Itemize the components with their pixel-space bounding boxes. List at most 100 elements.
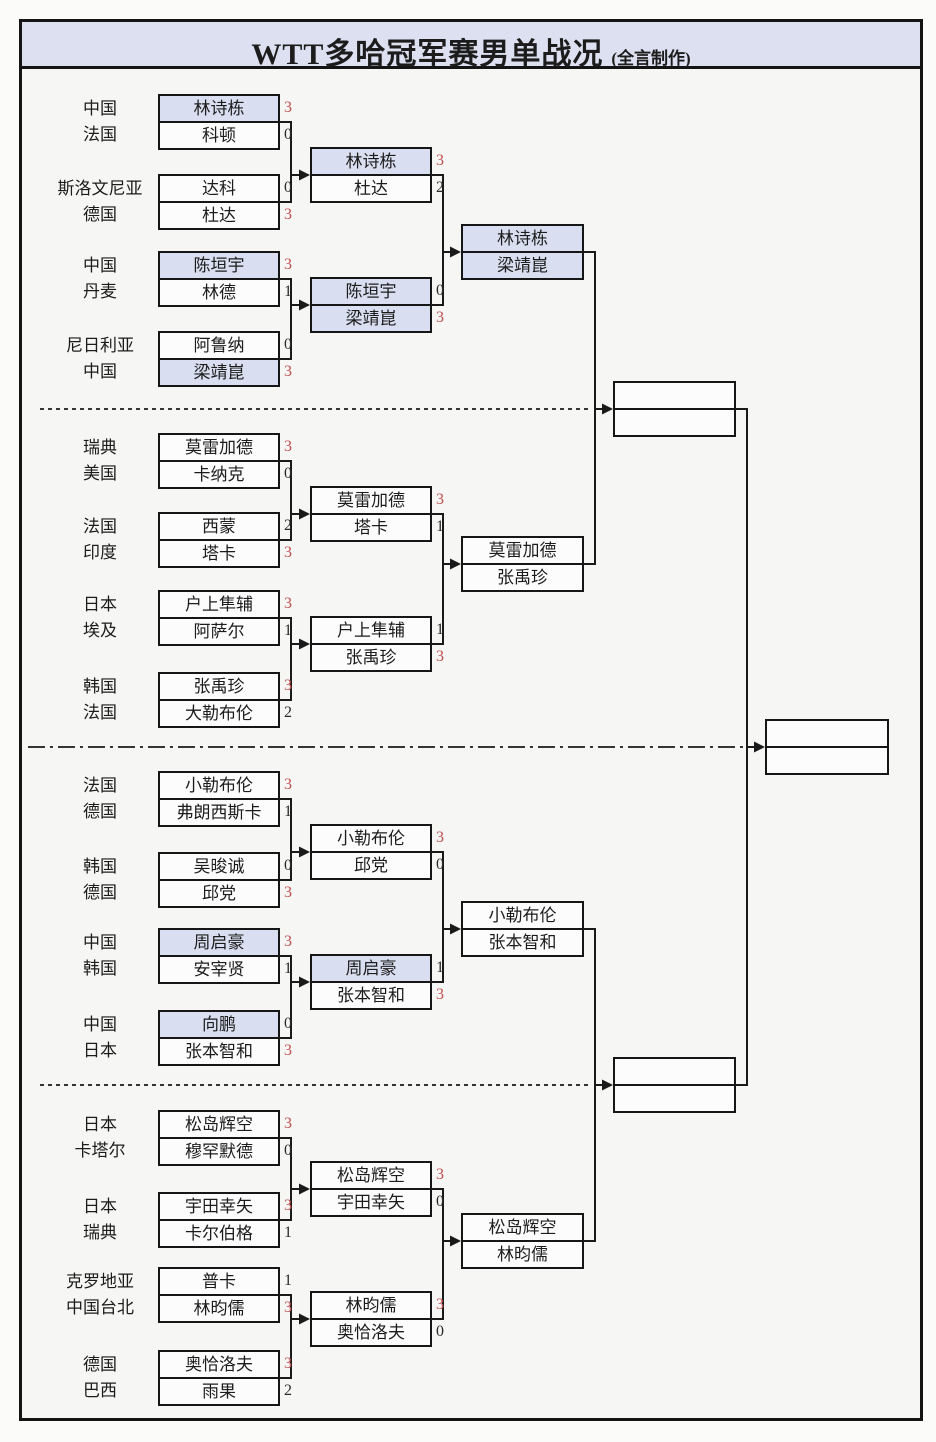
country-label-a: 瑞典 [83,438,117,457]
country-label-a: 中国 [83,1015,117,1034]
player-a-cell: 普卡 [202,1272,236,1291]
player-a-cell: 张禹珍 [193,677,245,696]
score-b: 1 [284,803,292,820]
qf-match-2: 莫雷加德 张禹珍 [461,536,588,592]
country-label-a: 中国 [83,933,117,952]
player-b-cell: 梁靖崑 [160,358,278,385]
match-box: 向鹏 张本智和 [158,1010,280,1066]
player-b-cell: 杜达 [312,174,430,201]
score-b: 3 [284,884,292,901]
score-a: 3 [436,152,444,169]
match-box: 宇田幸矢 卡尔伯格 [158,1192,280,1248]
player-a-cell: 小勒布伦 [488,906,557,925]
score-a: 3 [284,1197,292,1214]
r16-match-1: 林诗栋 杜达 3 2 [310,147,462,203]
score-b: 0 [436,1323,444,1340]
score-b: 2 [436,179,444,196]
score-a: 1 [436,621,444,638]
r16-match-6: 周启豪 张本智和 1 3 [310,954,462,1010]
score-a: 1 [436,959,444,976]
player-b-cell: 张本智和 [312,981,430,1008]
score-b: 1 [284,1224,292,1241]
player-a-cell: 林诗栋 [463,226,582,251]
player-b-cell: 科顿 [160,121,278,148]
match-box: 莫雷加德 塔卡 [310,486,432,542]
player-a-cell [615,383,734,408]
player-a-cell: 小勒布伦 [185,776,253,795]
match-box: 林诗栋 杜达 [310,147,432,203]
score-a: 3 [436,491,444,508]
player-b-cell: 张本智和 [463,928,582,955]
r32-match-16: 德国 巴西 奥恰洛夫 雨果 3 2 [30,1350,320,1406]
player-a-cell: 松岛辉空 [185,1115,253,1134]
player-b-cell: 塔卡 [160,539,278,566]
country-label-b: 丹麦 [83,282,117,301]
country-label-a: 法国 [83,776,117,795]
player-b-cell: 雨果 [160,1377,278,1404]
country-label-b: 法国 [83,703,117,722]
score-b: 3 [436,648,444,665]
player-b-cell: 邱党 [160,879,278,906]
r32-match-1: 中国 法国 林诗栋 科顿 3 0 [30,94,320,150]
country-label-a: 克罗地亚 [66,1272,134,1291]
player-a-cell: 宇田幸矢 [185,1197,253,1216]
score-b: 3 [284,206,292,223]
score-a: 3 [284,595,292,612]
score-b: 3 [436,986,444,1003]
player-b-cell: 邱党 [312,851,430,878]
player-a-cell: 阿鲁纳 [193,336,245,355]
country-label-a: 斯洛文尼亚 [57,179,143,198]
player-b-cell: 林昀儒 [463,1240,582,1267]
player-a-cell: 达科 [202,179,236,198]
country-label-a: 日本 [83,1197,117,1216]
r16-match-2: 陈垣宇 梁靖崑 0 3 [310,277,462,333]
player-a-cell: 奥恰洛夫 [185,1355,253,1374]
score-b: 3 [284,1299,292,1316]
score-a: 3 [284,99,292,116]
match-box: 林诗栋 梁靖崑 [461,224,584,280]
score-b: 2 [284,1382,292,1399]
score-a: 0 [284,1015,292,1032]
score-a: 3 [284,1355,292,1372]
country-label-b: 德国 [83,883,117,902]
player-a-cell: 林诗栋 [160,96,278,121]
score-a: 3 [284,776,292,793]
r32-match-3: 中国 丹麦 陈垣宇 林德 3 1 [30,251,320,307]
r32-match-15: 克罗地亚 中国台北 普卡 林昀儒 1 3 [30,1267,320,1323]
player-b-cell: 阿萨尔 [160,617,278,644]
score-b: 0 [284,126,292,143]
r32-match-5: 瑞典 美国 莫雷加德 卡纳克 3 0 [30,433,320,489]
country-label-b: 德国 [83,205,117,224]
score-b: 0 [284,1142,292,1159]
match-box: 莫雷加德 卡纳克 [158,433,280,489]
player-b-cell: 卡尔伯格 [160,1219,278,1246]
score-b: 3 [284,363,292,380]
score-a: 0 [284,336,292,353]
match-box: 吴晙诚 邱党 [158,852,280,908]
score-a: 3 [284,438,292,455]
player-b-cell: 大勒布伦 [160,699,278,726]
player-a-cell: 莫雷加德 [488,541,557,560]
score-a: 1 [284,1272,292,1289]
r16-match-3: 莫雷加德 塔卡 3 1 [310,486,462,542]
player-a-cell: 周启豪 [160,930,278,955]
match-box [613,381,736,437]
country-label-b: 卡塔尔 [74,1141,126,1160]
score-a: 3 [284,933,292,950]
player-b-cell: 安宰贤 [160,955,278,982]
country-label-a: 尼日利亚 [66,336,134,355]
country-label-b: 中国台北 [66,1298,134,1317]
r32-match-14: 日本 瑞典 宇田幸矢 卡尔伯格 3 1 [30,1192,320,1248]
match-box: 林诗栋 科顿 [158,94,280,150]
player-a-cell: 陈垣宇 [312,279,430,304]
score-b: 3 [436,309,444,326]
country-label-b: 印度 [83,543,117,562]
player-a-cell: 莫雷加德 [185,438,253,457]
match-box: 户上隼辅 阿萨尔 [158,590,280,646]
player-a-cell [615,1059,734,1084]
match-box: 周启豪 安宰贤 [158,928,280,984]
player-b-cell: 张禹珍 [463,563,582,590]
sf-match-1 [613,381,740,437]
player-a-cell: 吴晙诚 [193,857,245,876]
player-a-cell: 小勒布伦 [337,829,405,848]
